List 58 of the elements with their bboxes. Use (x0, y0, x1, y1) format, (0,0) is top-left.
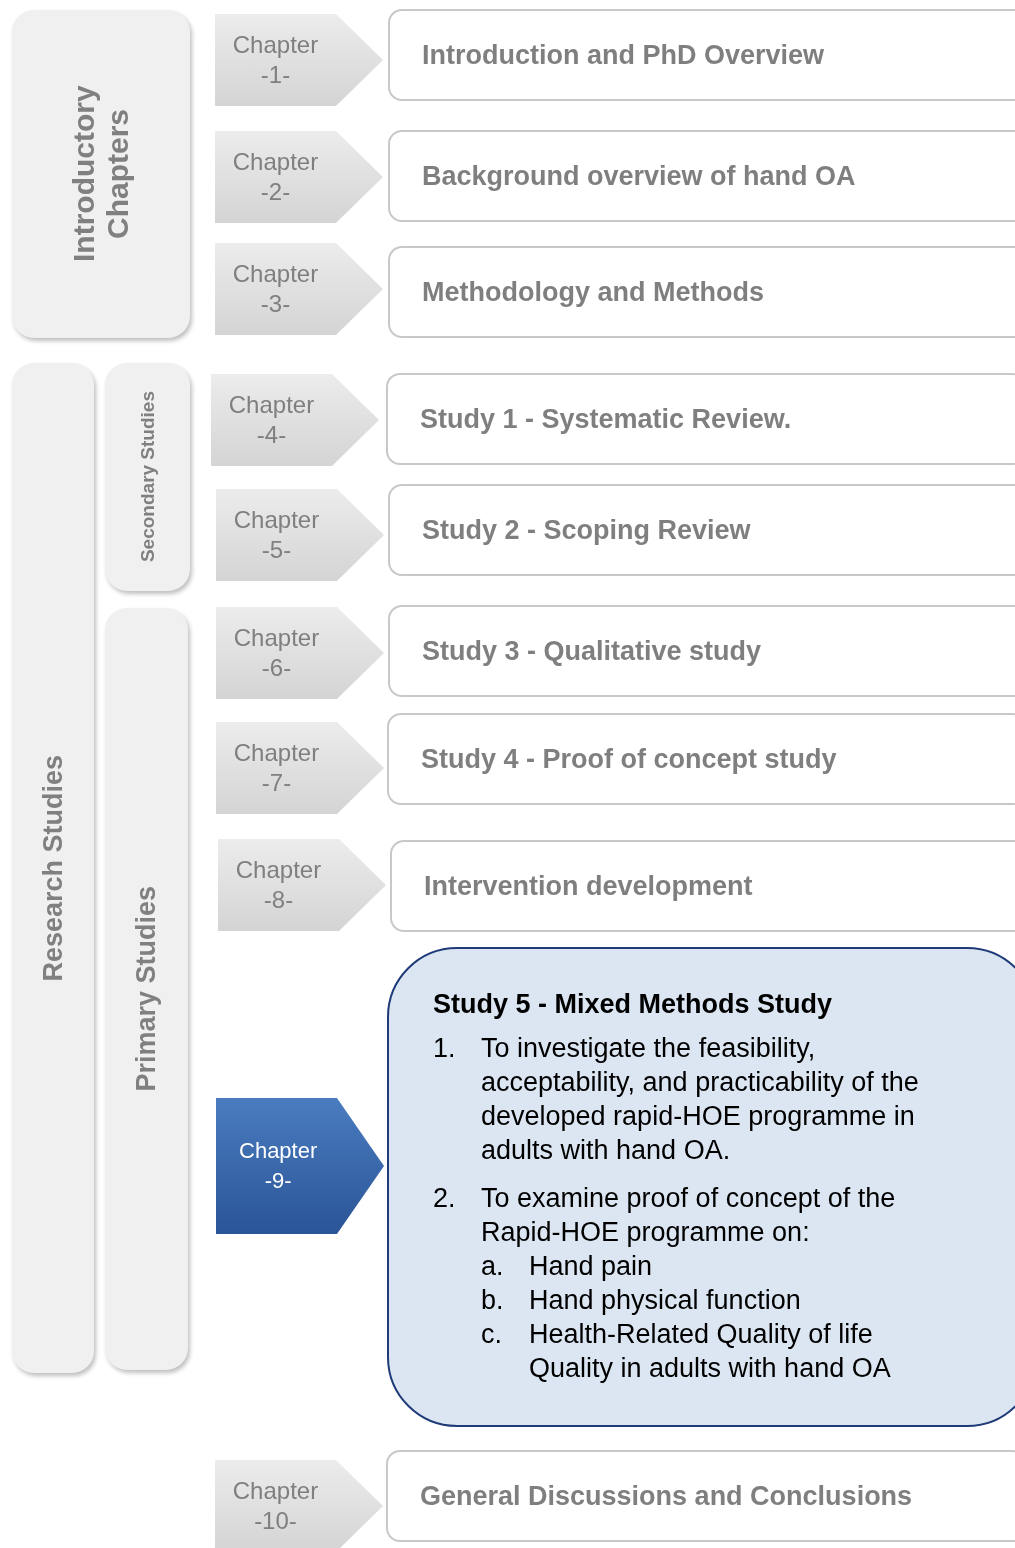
chapter-tag (211, 374, 379, 466)
chapter-label: Chapter -4- (227, 390, 316, 450)
chapter-title: General Discussions and Conclusions (420, 1480, 913, 1512)
chapter-title: Study 3 - Qualitative study (422, 635, 762, 667)
chapter-title: Study 4 - Proof of concept study (421, 743, 837, 775)
group-bar (105, 608, 188, 1370)
list-item-text: Health-Related Quality of life Quality in adults with hand OA (529, 1318, 892, 1385)
chapter-tag (216, 607, 384, 699)
group-bar (12, 10, 190, 338)
chapter-label: Chapter -9- (238, 1137, 319, 1195)
group-bar (12, 363, 94, 1373)
chapter-tag (215, 243, 383, 335)
chapter-box (388, 484, 1015, 576)
list-item-text: Hand physical function (529, 1284, 801, 1317)
chapter-title: Intervention development (424, 870, 753, 902)
chapter-box (390, 840, 1015, 932)
vertical-label: Secondary Studies (136, 391, 159, 563)
list-marker: a. (481, 1250, 505, 1283)
chapter-title: Methodology and Methods (422, 276, 764, 308)
chapter-box (386, 373, 1015, 465)
chapter-box (388, 605, 1015, 697)
chapter-label: Chapter -6- (232, 623, 321, 683)
chapter-title: Background overview of hand OA (422, 160, 856, 192)
chapter-label: Chapter -7- (232, 738, 321, 798)
list-item-text: To investigate the feasibility, acceptability, and practicability of the developed rapid-HOE programme in adults with hand OA. (481, 1032, 920, 1167)
chapter-box (388, 130, 1015, 222)
panel-heading: Study 5 - Mixed Methods Study (433, 988, 834, 1021)
chapter-tag (216, 722, 384, 814)
study-panel (387, 947, 1015, 1427)
chapter-title: Study 1 - Systematic Review. (420, 403, 792, 435)
vertical-label: Research Studies (37, 754, 69, 982)
chapter-box (388, 9, 1015, 101)
chapter-label: Chapter -5- (232, 505, 321, 565)
group-bar (105, 363, 190, 591)
chapter-box (388, 246, 1015, 338)
chapter-label: Chapter -2- (231, 147, 320, 207)
chapter-label: Chapter -3- (231, 259, 320, 319)
chapter-tag (216, 1098, 384, 1234)
chapter-label: Chapter -10- (231, 1476, 320, 1536)
chapter-tag (215, 131, 383, 223)
chapter-tag (215, 14, 383, 106)
chapter-label: Chapter -1- (231, 30, 320, 90)
chapter-tag (215, 1460, 383, 1548)
vertical-label: Primary Studies (131, 886, 162, 1092)
chapter-title: Introduction and PhD Overview (422, 39, 825, 71)
list-marker: c. (481, 1318, 503, 1351)
chapter-title: Study 2 - Scoping Review (422, 514, 751, 546)
chapter-tag (218, 839, 386, 931)
list-marker: 1. (433, 1032, 457, 1065)
list-marker: 2. (433, 1182, 457, 1215)
chapter-box (387, 713, 1015, 805)
vertical-label: Introductory Chapters (67, 84, 135, 265)
chapter-box (386, 1450, 1015, 1542)
chapter-label: Chapter -8- (234, 855, 323, 915)
list-item-text: To examine proof of concept of the Rapid-HOE programme on: (481, 1182, 897, 1249)
list-item-text: Hand pain (529, 1250, 653, 1283)
list-marker: b. (481, 1284, 505, 1317)
chapter-tag (216, 489, 384, 581)
